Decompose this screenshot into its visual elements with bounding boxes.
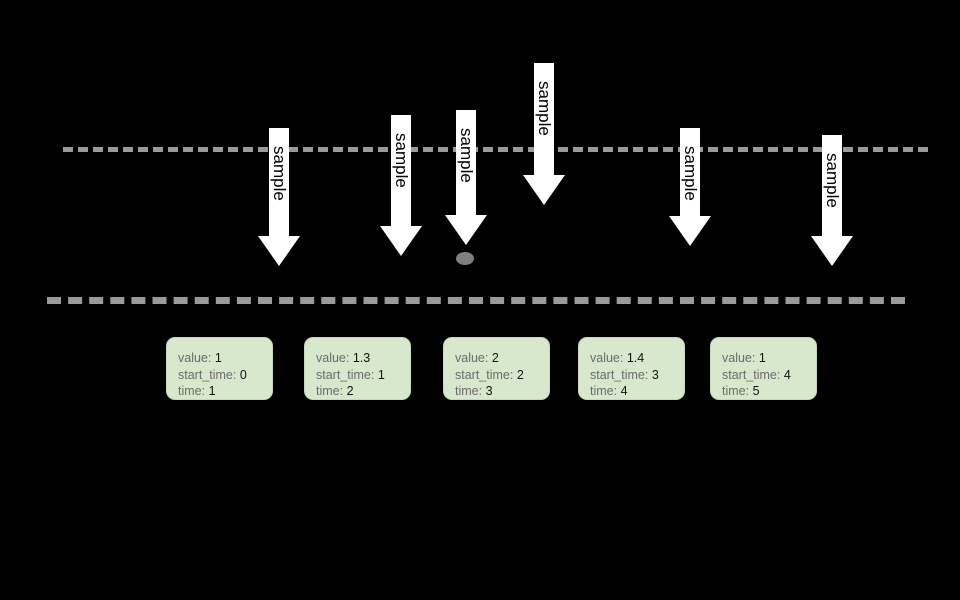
value-box-row: start_time: 1 [316,367,410,384]
value-box-row: time: 2 [316,383,410,400]
sample-arrow: sample [523,63,565,205]
value-box-key: time: [722,384,750,398]
value-box-key: time: [178,384,206,398]
arrow-label: sample [392,133,411,188]
value-box-value: 2 [346,384,354,398]
sample-arrow: sample [445,110,487,245]
value-box-key: value: [590,351,624,365]
value-box-key: value: [178,351,212,365]
value-box-key: start_time: [178,367,237,382]
value-box-value: 5 [752,384,760,398]
arrow-label: sample [270,146,289,201]
value-box-key: start_time: [455,367,514,382]
sample-arrow: sample [811,135,853,266]
arrow-label: sample [681,146,700,201]
value-box-row: start_time: 4 [722,367,816,384]
value-box-row: value: 1.4 [590,350,684,367]
arrow-head-icon [258,236,300,266]
arrow-shaft [680,128,700,216]
value-box-key: time: [455,384,483,398]
value-box-key: time: [590,384,618,398]
value-box-value: 3 [485,384,493,398]
value-box-value: 1 [758,351,766,365]
value-box-row: value: 1.3 [316,350,410,367]
value-box-row: value: 1 [722,350,816,367]
value-box-value: 1 [214,351,222,365]
arrow-head-icon [523,175,565,205]
value-box-value: 1.3 [352,351,371,365]
value-box-value: 1 [208,384,216,398]
sample-arrow: sample [669,128,711,246]
arrow-head-icon [380,226,422,256]
value-box-row: start_time: 3 [590,367,684,384]
value-box-value: 1 [377,367,385,382]
value-box-row: time: 4 [590,383,684,400]
arrow-shaft [534,63,554,175]
value-box-key: time: [316,384,344,398]
value-box-value: 3 [651,367,659,382]
arrow-head-icon [445,215,487,245]
value-box-value: 4 [620,384,628,398]
arrow-shaft [391,115,411,226]
value-box-key: start_time: [722,367,781,382]
value-box-value: 2 [491,351,499,365]
value-box-row: time: 3 [455,383,549,400]
sample-arrow: sample [380,115,422,256]
value-box-key: start_time: [316,367,375,382]
value-box-row: value: 2 [455,350,549,367]
arrow-label: sample [535,81,554,136]
arrow-shaft [822,135,842,236]
value-box-row: start_time: 2 [455,367,549,384]
arrow-head-icon [669,216,711,246]
value-box-key: value: [455,351,489,365]
value-box-key: value: [722,351,756,365]
arrow-label: sample [823,153,842,208]
arrow-head-icon [811,236,853,266]
value-box-value: 1.4 [626,351,645,365]
value-box-row: value: 1 [178,350,272,367]
value-box-key: value: [316,351,350,365]
value-box-value: 2 [516,367,524,382]
value-box-row: time: 1 [178,383,272,400]
sample-dot-icon [456,252,474,265]
sample-arrow: sample [258,128,300,266]
value-box-value: 0 [239,367,247,382]
lower-lifeline [47,297,905,304]
value-box-row: time: 5 [722,383,816,400]
value-box-key: start_time: [590,367,649,382]
arrow-shaft [269,128,289,236]
upper-lifeline [63,147,928,152]
value-box-value: 4 [783,367,791,382]
arrow-shaft [456,110,476,215]
arrow-label: sample [457,128,476,183]
value-box-row: start_time: 0 [178,367,272,384]
